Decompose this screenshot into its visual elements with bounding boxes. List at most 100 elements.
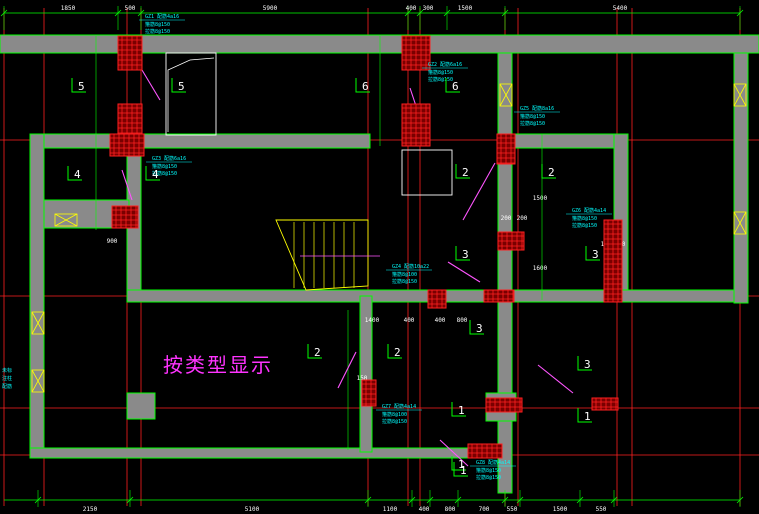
dimension-text-inner: 400 bbox=[435, 317, 446, 324]
section-marker-icon: 1 bbox=[451, 402, 466, 417]
column-tag-tie: 拉筋8@150 bbox=[392, 278, 417, 285]
section-marker-bracket bbox=[469, 320, 484, 335]
section-marker-number: 2 bbox=[462, 166, 469, 179]
stair-icon bbox=[275, 219, 380, 291]
column-tag-stirrup: 箍筋8@150 bbox=[152, 163, 177, 170]
dimension-slash bbox=[137, 9, 145, 17]
dimension-text-bottom: 1500 bbox=[553, 506, 568, 513]
opening-layer bbox=[31, 52, 747, 467]
dimension-slash bbox=[736, 9, 744, 17]
dimension-slash bbox=[443, 9, 451, 17]
column-body[interactable] bbox=[485, 397, 523, 413]
section-marker-icon: 5 bbox=[71, 78, 86, 93]
column-body[interactable] bbox=[109, 133, 145, 157]
dimension-slash bbox=[501, 9, 509, 17]
section-marker-number: 3 bbox=[592, 248, 599, 261]
wall-segment bbox=[359, 295, 373, 453]
side-tag-left: 未标 bbox=[2, 367, 12, 374]
column-hatch-icon[interactable] bbox=[603, 219, 623, 303]
dimension-text-inner: 1400 bbox=[365, 317, 380, 324]
section-marker-number: 6 bbox=[362, 80, 369, 93]
column-hatch-icon[interactable] bbox=[117, 103, 143, 139]
section-marker-bracket bbox=[453, 462, 468, 477]
diagonal-break-line bbox=[447, 261, 481, 283]
dimension-slash bbox=[34, 496, 42, 504]
column-hatch-icon[interactable] bbox=[427, 289, 447, 309]
wall-segment bbox=[497, 133, 629, 149]
dimension-text-inner: 200 bbox=[517, 215, 528, 222]
column-tag-label: GZ1 配筋4a16 bbox=[145, 13, 179, 20]
column-body[interactable] bbox=[483, 289, 515, 303]
column-tag-tie: 拉筋8@150 bbox=[572, 222, 597, 229]
section-marker-bracket bbox=[67, 166, 82, 181]
wall-segment bbox=[29, 133, 45, 455]
section-marker-number: 1 bbox=[458, 458, 465, 471]
section-marker-number: 2 bbox=[394, 346, 401, 359]
side-tag-left: 注柱 bbox=[2, 375, 12, 382]
window-frame bbox=[401, 149, 453, 196]
section-marker-icon: 2 bbox=[387, 344, 402, 359]
dimension-text-top: 400 bbox=[406, 5, 417, 12]
dimension-text-bottom: 700 bbox=[479, 506, 490, 513]
diagonal-break-line bbox=[337, 351, 357, 389]
section-marker-bracket bbox=[585, 246, 600, 261]
column-tag-stirrup: 箍筋8@150 bbox=[145, 21, 170, 28]
column-tag-stirrup: 箍筋8@150 bbox=[572, 215, 597, 222]
section-marker-bracket bbox=[455, 246, 470, 261]
section-marker-icon: 4 bbox=[145, 166, 160, 181]
section-marker-number: 1 bbox=[584, 410, 591, 423]
column-hatch-icon[interactable] bbox=[485, 397, 523, 413]
column-hatch-icon[interactable] bbox=[483, 289, 515, 303]
window-cross-frame bbox=[31, 311, 45, 335]
section-marker-icon: 2 bbox=[541, 164, 556, 179]
dimension-text-bottom: 400 bbox=[419, 506, 430, 513]
dimension-text-bottom: 2150 bbox=[83, 506, 98, 513]
column-hatch-icon[interactable] bbox=[117, 35, 143, 71]
dimension-text-top: 5400 bbox=[613, 5, 628, 12]
column-tag-stirrup: 箍筋8@100 bbox=[382, 411, 407, 418]
column-tag-stirrup: 箍筋8@100 bbox=[392, 271, 417, 278]
section-marker-number: 1 bbox=[458, 404, 465, 417]
section-marker-number: 6 bbox=[452, 80, 459, 93]
wall-segment bbox=[29, 133, 371, 149]
wall-segment bbox=[613, 289, 745, 303]
wall-segment bbox=[497, 52, 513, 494]
column-hatch-icon[interactable] bbox=[361, 379, 377, 407]
diagonal-break-line bbox=[462, 162, 496, 221]
diagonal-break-line bbox=[537, 364, 574, 394]
column-body[interactable] bbox=[467, 443, 503, 459]
column-tag-label: GZ6 配筋4a14 bbox=[572, 207, 606, 214]
section-marker-icon: 5 bbox=[171, 78, 186, 93]
dimension-slash bbox=[404, 9, 412, 17]
dimension-slash bbox=[126, 496, 134, 504]
column-tag-tie: 拉筋8@150 bbox=[152, 170, 177, 177]
column-hatch-icon[interactable] bbox=[109, 133, 145, 157]
column-body[interactable] bbox=[361, 379, 377, 407]
drawing-title: 按类型显示 bbox=[163, 353, 273, 377]
column-hatch-icon[interactable] bbox=[496, 133, 516, 165]
section-marker-number: 5 bbox=[78, 80, 85, 93]
column-hatch-icon[interactable] bbox=[497, 231, 525, 251]
window-cross-icon bbox=[733, 211, 747, 235]
column-body[interactable] bbox=[111, 205, 139, 229]
dimension-text-inner: 1500 bbox=[533, 195, 548, 202]
dimension-text-inner: 400 bbox=[404, 317, 415, 324]
column-hatch-icon[interactable] bbox=[111, 205, 139, 229]
section-marker-bracket bbox=[445, 78, 460, 93]
column-hatch-icon[interactable] bbox=[401, 103, 431, 147]
section-marker-number: 3 bbox=[462, 248, 469, 261]
dimension-text-bottom: 550 bbox=[596, 506, 607, 513]
section-marker-bracket bbox=[387, 344, 402, 359]
column-hatch-icon[interactable] bbox=[591, 397, 619, 411]
section-marker-bracket bbox=[451, 456, 466, 471]
column-tag-stirrup: 箍筋8@150 bbox=[428, 69, 453, 76]
column-layer[interactable] bbox=[109, 35, 623, 459]
window-frame bbox=[165, 52, 217, 136]
column-hatch-icon[interactable] bbox=[401, 35, 431, 71]
column-hatch-icon[interactable] bbox=[467, 443, 503, 459]
section-marker-icon: 2 bbox=[307, 344, 322, 359]
column-tag-label: GZ8 配筋4a14 bbox=[476, 459, 510, 466]
